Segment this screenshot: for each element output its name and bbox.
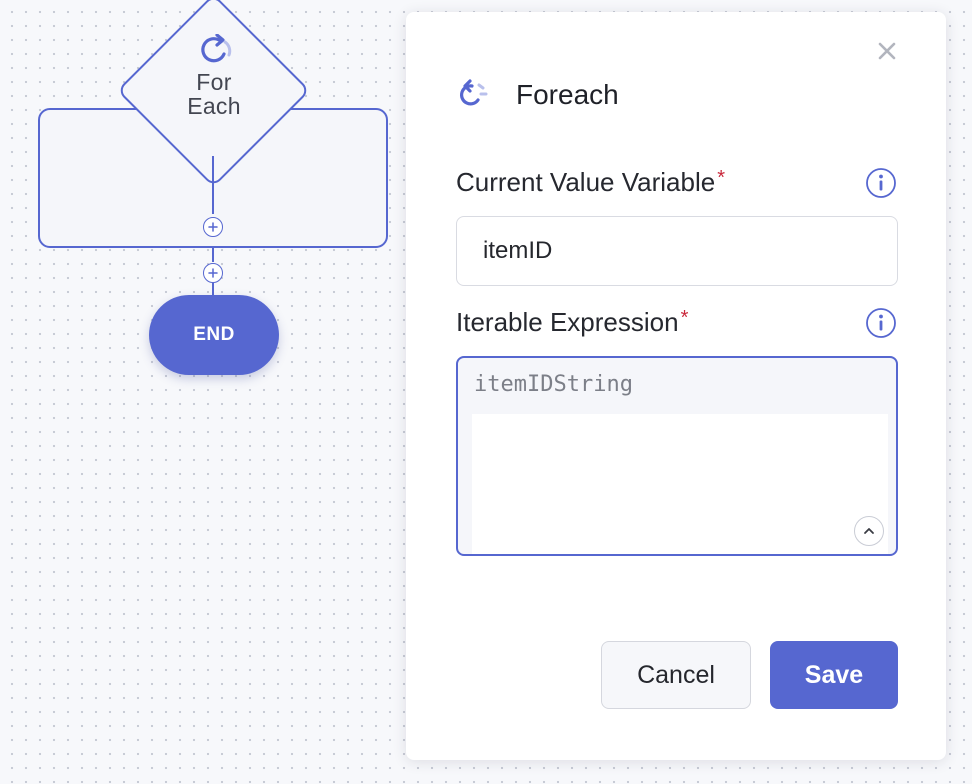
current-value-label-text: Current Value Variable — [456, 167, 716, 197]
required-mark: * — [717, 167, 725, 189]
current-value-label: Current Value Variable* — [456, 167, 725, 198]
editor-body[interactable] — [472, 414, 888, 554]
close-button[interactable] — [875, 39, 899, 63]
info-icon[interactable] — [865, 167, 897, 199]
save-button[interactable]: Save — [770, 641, 898, 709]
iterable-expression-label-text: Iterable Expression — [456, 307, 679, 337]
iterable-expression-label: Iterable Expression* — [456, 307, 688, 338]
add-step-after-loop-button[interactable] — [203, 263, 223, 283]
loop-icon — [201, 34, 232, 63]
foreach-node-content[interactable]: For Each — [150, 34, 278, 118]
panel-title: Foreach — [516, 79, 619, 110]
loop-icon — [460, 79, 488, 106]
iterable-expression-code[interactable]: itemIDString — [474, 372, 633, 397]
required-mark: * — [680, 307, 689, 329]
cancel-button[interactable]: Cancel — [601, 641, 751, 709]
chevron-up-icon — [864, 528, 874, 534]
foreach-config-panel: Foreach Current Value Variable* Iterable… — [406, 12, 946, 760]
iterable-expression-editor[interactable]: itemIDString — [456, 356, 898, 556]
connector-end — [212, 283, 214, 297]
end-node[interactable]: END — [149, 295, 279, 375]
connector-middle — [212, 156, 214, 214]
info-icon[interactable] — [865, 307, 897, 339]
plus-icon — [208, 268, 218, 278]
plus-icon — [208, 222, 218, 232]
connector-loop-exit — [212, 248, 214, 262]
foreach-node-label-line1: For — [196, 69, 232, 95]
panel-header: Foreach — [454, 76, 619, 114]
add-step-inside-loop-button[interactable] — [203, 217, 223, 237]
current-value-input[interactable] — [456, 216, 898, 286]
foreach-node-label-line2: Each — [187, 93, 241, 119]
collapse-editor-button[interactable] — [854, 516, 884, 546]
close-icon — [878, 42, 896, 60]
